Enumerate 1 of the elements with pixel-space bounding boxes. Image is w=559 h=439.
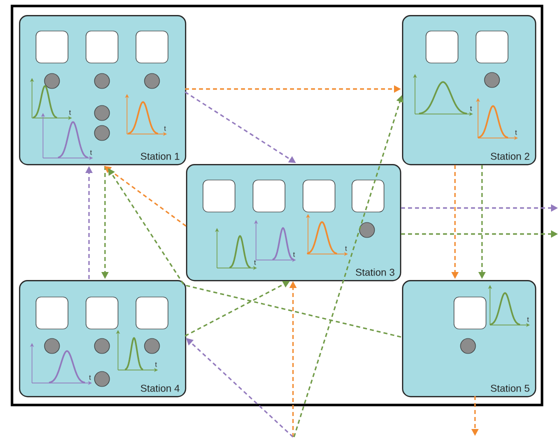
arrow xyxy=(186,338,294,438)
